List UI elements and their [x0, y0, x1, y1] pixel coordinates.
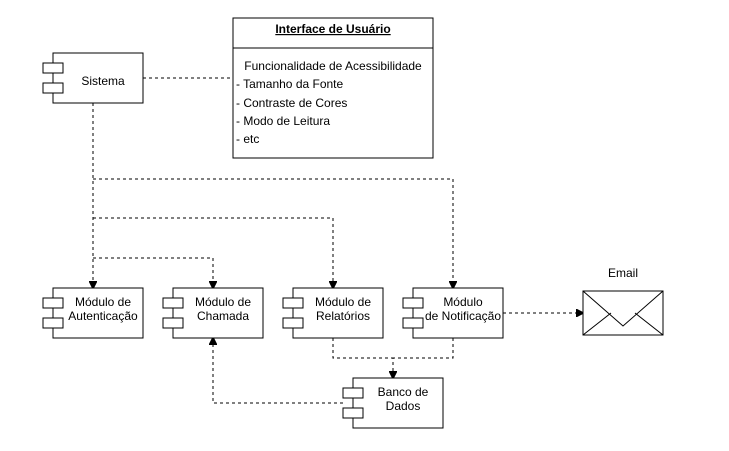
- component-label: Módulo de: [195, 295, 251, 309]
- interface-item: - Modo de Leitura: [236, 114, 330, 128]
- component-label: Autenticação: [68, 309, 138, 323]
- component-banco: Banco de Dados: [342, 377, 444, 429]
- edge-banco-chamada: [213, 338, 343, 404]
- component-label: Módulo de: [315, 295, 371, 309]
- component-autenticacao: Módulo de Autenticação: [42, 287, 144, 339]
- component-label: de Notificação: [425, 309, 501, 323]
- component-label: Sistema: [81, 74, 125, 88]
- component-label: Dados: [386, 399, 421, 413]
- component-label: Módulo de: [75, 295, 131, 309]
- email-label: Email: [608, 266, 638, 280]
- component-sistema: Sistema: [42, 52, 144, 104]
- edge-sistema-relatorios: [93, 217, 333, 288]
- envelope-icon: [582, 290, 664, 336]
- component-chamada: Módulo de Chamada: [162, 287, 264, 339]
- component-relatorios: Módulo de Relatórios: [282, 287, 384, 339]
- interface-box: Interface de Usuário Funcionalidade de A…: [232, 17, 434, 159]
- email-node: Email: [582, 266, 664, 336]
- interface-item: - Tamanho da Fonte: [236, 77, 344, 91]
- component-notificacao: Módulo de Notificação: [402, 287, 504, 339]
- interface-item: - Contraste de Cores: [236, 96, 347, 110]
- component-label: Chamada: [197, 309, 249, 323]
- component-label: Banco de: [378, 385, 429, 399]
- interface-title: Interface de Usuário: [275, 22, 390, 36]
- edge-notificacao-banco: [393, 338, 454, 359]
- interface-item: - etc: [236, 132, 259, 146]
- edges: [93, 77, 583, 404]
- component-label: Relatórios: [316, 309, 370, 323]
- edge-relatorios-banco: [332, 338, 393, 378]
- edge-sistema-chamada: [93, 257, 213, 288]
- interface-heading: Funcionalidade de Acessibilidade: [244, 59, 422, 73]
- component-label: Módulo: [443, 295, 483, 309]
- edge-sistema-notificacao: [93, 178, 453, 288]
